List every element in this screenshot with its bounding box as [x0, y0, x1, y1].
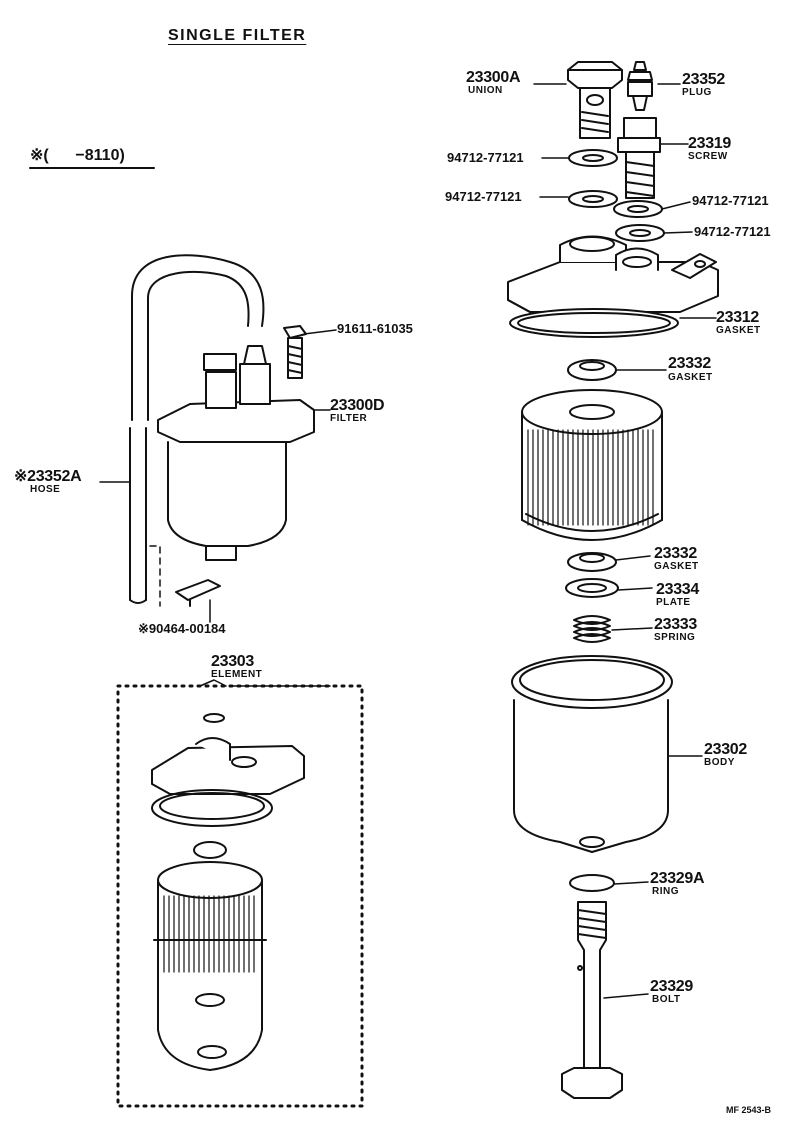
part-23302-name: BODY	[704, 757, 735, 768]
part-23333-number: 23333	[654, 616, 697, 633]
part-23334-number: 23334	[656, 581, 699, 598]
filter-head-drawing	[507, 235, 719, 313]
gasket-23332-upper-drawing	[567, 359, 617, 381]
part-23329-name: BOLT	[652, 994, 681, 1005]
union-23300a-drawing	[567, 61, 623, 139]
spring-23333-drawing	[573, 615, 611, 643]
part-23312-name: GASKET	[716, 325, 761, 336]
ring-23329a-drawing	[569, 874, 615, 892]
part-23352a-number: ※23352A	[14, 468, 82, 485]
part-23332-upper-name: GASKET	[668, 372, 713, 383]
plug-23352-drawing	[627, 61, 653, 111]
gasket-23312-drawing	[509, 308, 679, 338]
part-23300d-number: 23300D	[330, 397, 385, 414]
screw-23319-drawing	[617, 117, 661, 199]
part-23319-name: SCREW	[688, 151, 728, 162]
part-90464-number: ※90464-00184	[138, 621, 226, 636]
part-23352a-name: HOSE	[30, 484, 61, 495]
part-23329-number: 23329	[650, 978, 693, 995]
part-23300a-number: 23300A	[466, 69, 521, 86]
diagram-title: SINGLE FILTER	[168, 27, 307, 44]
part-23302-number: 23302	[704, 741, 747, 758]
part-91611-number: 91611-61035	[337, 321, 413, 336]
applicability-note: ※( −8110)	[30, 147, 125, 164]
part-23312-number: 23312	[716, 309, 759, 326]
leader-lines	[99, 83, 717, 999]
part-23332-lower-number: 23332	[654, 545, 697, 562]
part-23300a-name: UNION	[468, 85, 503, 96]
bowl-23302-drawing	[511, 655, 673, 853]
part-23303-number: 23303	[211, 653, 254, 670]
part-23332-lower-name: GASKET	[654, 561, 699, 572]
cartridge-pleats	[527, 429, 654, 526]
part-23319-number: 23319	[688, 135, 731, 152]
washer-left-1-number: 94712-77121	[447, 150, 524, 165]
element-kit-pleats	[163, 895, 255, 973]
washer-drawings	[568, 149, 665, 242]
part-23333-name: SPRING	[654, 632, 696, 643]
plate-23334-drawing	[565, 578, 619, 598]
washer-left-2-number: 94712-77121	[445, 189, 522, 204]
part-23332-upper-number: 23332	[668, 355, 711, 372]
part-23329a-number: 23329A	[650, 870, 705, 887]
gasket-23332-lower-drawing	[567, 552, 617, 572]
bolt-23329-drawing	[561, 901, 623, 1099]
part-23352-number: 23352	[682, 71, 725, 88]
hose-drawing	[129, 254, 265, 604]
part-23352-name: PLUG	[682, 87, 712, 98]
washer-right-1-number: 94712-77121	[692, 193, 769, 208]
assembled-filter-drawing	[157, 345, 315, 561]
bolt-91611-drawing	[283, 325, 307, 379]
washer-right-2-number: 94712-77121	[694, 224, 771, 239]
part-23300d-name: FILTER	[330, 413, 368, 424]
diagram-code: MF 2543-B	[726, 1105, 772, 1115]
part-23303-name: ELEMENT	[211, 669, 263, 680]
clip-90464-drawing	[175, 579, 221, 607]
element-kit-drawing	[151, 713, 305, 1071]
part-23329a-name: RING	[652, 886, 679, 897]
part-23334-name: PLATE	[656, 597, 691, 608]
